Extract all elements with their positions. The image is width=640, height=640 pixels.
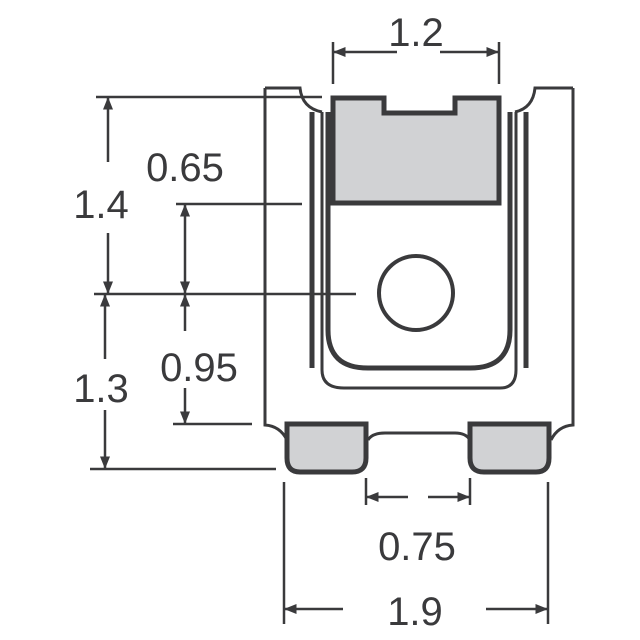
dim-label-upper-inner-offset: 0.65 <box>146 146 224 190</box>
dim-label-upper-height: 1.4 <box>73 183 129 227</box>
dim-label-lower-inner-offset: 0.95 <box>160 346 238 390</box>
dim-label-overall-width: 1.9 <box>387 590 443 634</box>
pad-right <box>467 421 552 475</box>
package-body <box>263 86 575 441</box>
dim-label-lower-height: 1.3 <box>73 367 129 411</box>
top-tab <box>330 95 502 206</box>
pad-left <box>284 421 369 475</box>
center-hole <box>377 254 455 332</box>
dim-label-top-tab-width: 1.2 <box>388 11 444 55</box>
dim-label-pad-gap: 0.75 <box>378 525 456 569</box>
